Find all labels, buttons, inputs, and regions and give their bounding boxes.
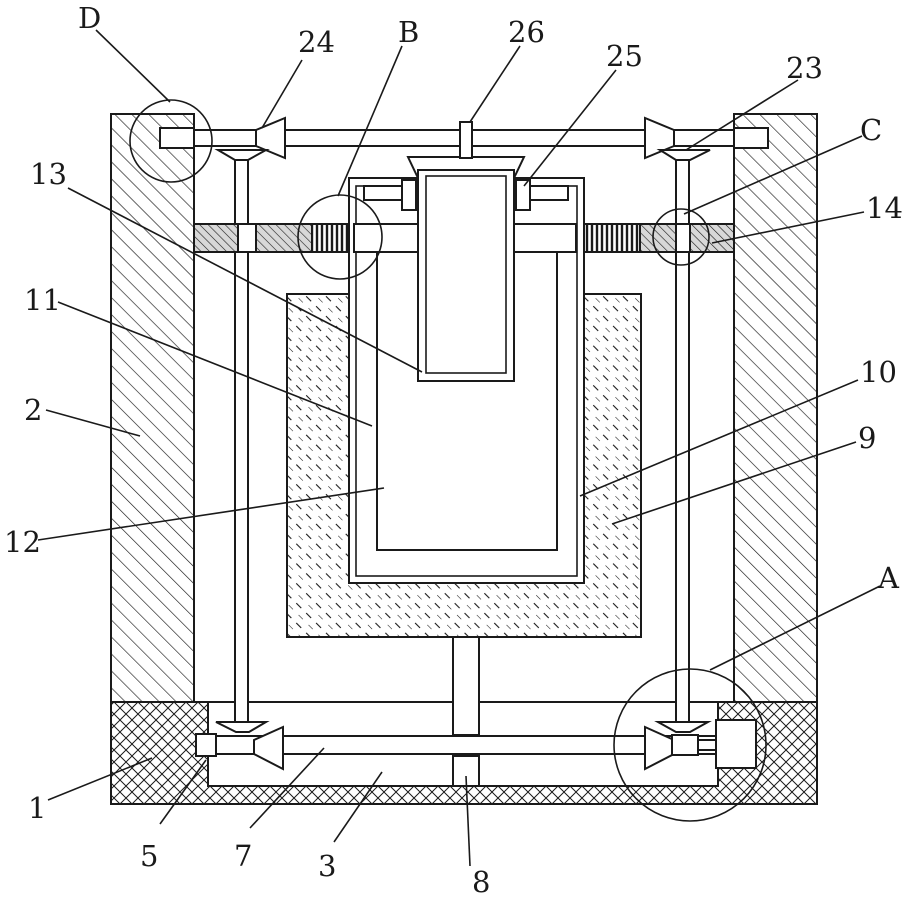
- clamp-right-jaw: [516, 180, 530, 210]
- gear-teeth-left: [312, 224, 354, 252]
- label-13: 13: [30, 157, 67, 191]
- label-D: D: [78, 1, 101, 35]
- label-7: 7: [234, 839, 252, 873]
- clamp-right-body: [530, 186, 568, 200]
- bevel-gear-top-right-vertical: [660, 150, 710, 160]
- motor: [716, 720, 756, 768]
- right-side-wall: [734, 114, 817, 702]
- label-23: 23: [786, 51, 823, 85]
- label-9: 9: [858, 421, 876, 455]
- label-11: 11: [24, 283, 61, 317]
- label-10: 10: [860, 355, 897, 389]
- crossbar-hatch-left-2: [256, 224, 312, 252]
- label-8: 8: [472, 865, 490, 899]
- feed-tube-outer: [418, 170, 514, 381]
- label-25: 25: [606, 39, 643, 73]
- label-12: 12: [4, 525, 41, 559]
- top-shaft-right-end: [734, 128, 768, 148]
- motor-coupling: [672, 735, 698, 755]
- label-26: 26: [508, 15, 545, 49]
- label-A: A: [877, 561, 900, 595]
- label-3: 3: [318, 849, 336, 883]
- label-1: 1: [28, 791, 46, 825]
- bottom-shaft-left-end: [196, 734, 216, 756]
- crossbar-hatch-right: [690, 224, 734, 252]
- top-center-stud: [460, 122, 472, 158]
- label-5: 5: [140, 839, 158, 873]
- bevel-gear-top-left-vertical: [218, 150, 266, 160]
- clamp-left-jaw: [402, 180, 416, 210]
- crossbar-hatch-right-2: [640, 224, 676, 252]
- gear-teeth-right: [576, 224, 640, 252]
- label-14: 14: [866, 191, 903, 225]
- left-side-wall: [111, 114, 194, 702]
- label-C: C: [860, 113, 882, 147]
- support-column: [453, 637, 479, 735]
- motor-shaft: [698, 740, 716, 750]
- top-shaft-left-end: [160, 128, 194, 148]
- clamp-left-body: [364, 186, 402, 200]
- label-2: 2: [24, 393, 42, 427]
- label-B: B: [398, 15, 419, 49]
- crossbar-hatch-left: [194, 224, 238, 252]
- label-24: 24: [298, 25, 335, 59]
